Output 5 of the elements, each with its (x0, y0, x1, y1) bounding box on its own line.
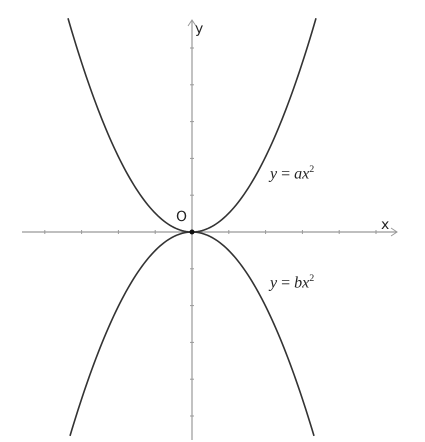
function-label: y = ax$^{2}$ (270, 165, 314, 182)
origin-label: O (176, 210, 188, 224)
axis-label: x (381, 218, 390, 232)
function-label: y = bx$^{2}$ (270, 274, 314, 292)
axis-label: y (195, 22, 204, 36)
